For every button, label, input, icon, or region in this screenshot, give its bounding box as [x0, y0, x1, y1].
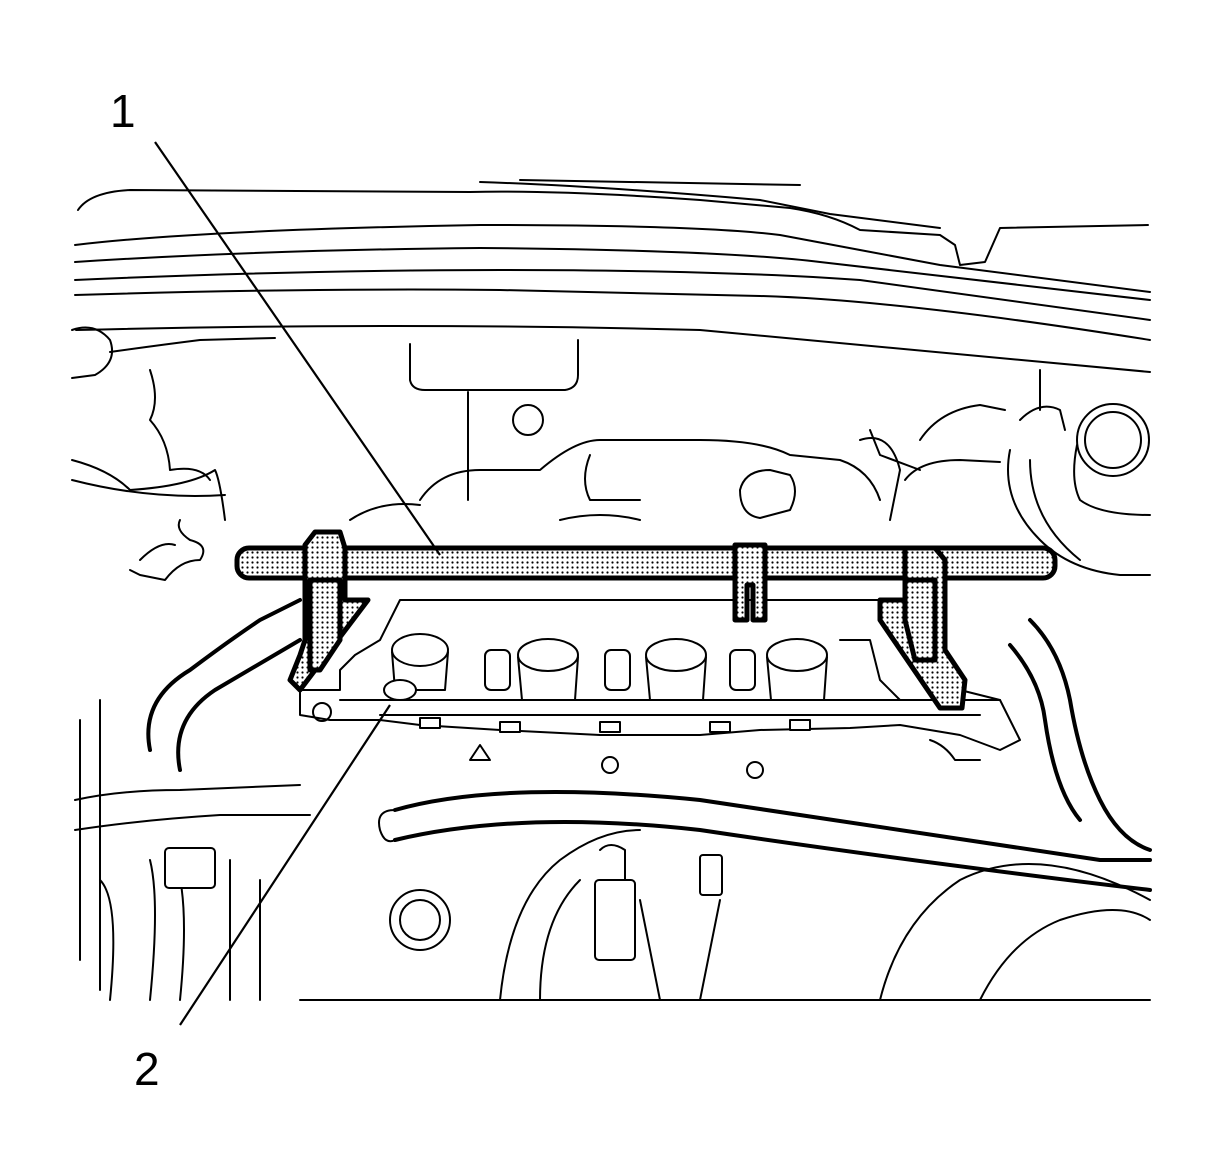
callout-2-label: 2 — [134, 1043, 160, 1095]
engine-block — [349, 429, 921, 521]
tool-crossbar — [234, 545, 1058, 581]
coil-tower-1 — [383, 633, 449, 701]
coil-tower-3 — [604, 638, 707, 701]
leader-line-1 — [154, 141, 441, 556]
callout-1-label: 1 — [110, 85, 136, 137]
body-panels — [74, 179, 1151, 373]
left-reservoir — [71, 326, 276, 581]
cylinder-head — [299, 599, 1021, 751]
coil-tower-2 — [484, 638, 579, 701]
lower-engine — [74, 598, 1152, 1001]
coil-tower-4 — [729, 638, 828, 701]
special-tool — [234, 529, 1058, 711]
upper-bracket — [409, 339, 579, 501]
right-reservoir — [904, 369, 1151, 576]
tool-center-clamp — [732, 542, 768, 623]
leader-line-2 — [179, 704, 391, 1026]
